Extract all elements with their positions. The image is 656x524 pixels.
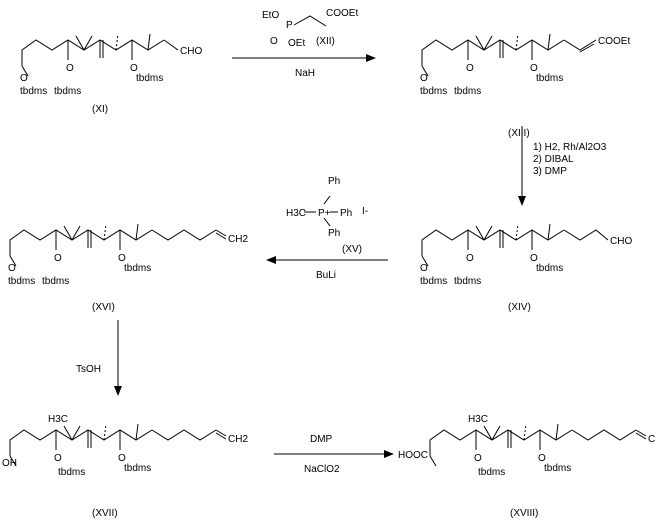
- svg-text:O: O: [270, 36, 278, 47]
- compound-label: (XVII): [92, 508, 118, 519]
- svg-text:O: O: [538, 453, 546, 464]
- compound-xvi: CH2 O O O tbdms tbdms tbdms (XVI): [8, 223, 248, 313]
- reaction-arrow-2: 1) H2, Rh/Al2O3 2) DIBAL 3) DMP: [518, 126, 607, 206]
- svg-text:Ph: Ph: [328, 176, 340, 187]
- svg-text:O: O: [118, 253, 126, 264]
- carboxylic-acid-group: HOOC: [398, 450, 428, 461]
- svg-text:CH2: CH2: [228, 434, 248, 445]
- svg-text:O: O: [420, 263, 428, 274]
- vinyl-group: CH2: [228, 234, 248, 245]
- svg-text:Ph: Ph: [340, 208, 352, 219]
- svg-text:EtO: EtO: [262, 10, 279, 21]
- svg-text:O: O: [66, 63, 74, 74]
- svg-text:tbdms: tbdms: [536, 263, 563, 274]
- reaction-arrow-5: DMP NaClO2: [274, 434, 394, 475]
- compound-label: (XVI): [92, 302, 115, 313]
- svg-text:CH2: CH2: [648, 434, 656, 445]
- tbdms-label: tbdms: [20, 86, 47, 97]
- svg-text:OEt: OEt: [288, 38, 305, 49]
- svg-text:O: O: [54, 253, 62, 264]
- svg-text:BuLi: BuLi: [316, 270, 336, 281]
- tbdms-label: tbdms: [54, 86, 81, 97]
- svg-text:tbdms: tbdms: [454, 276, 481, 287]
- tbdms-label: tbdms: [136, 73, 163, 84]
- svg-text:tbdms: tbdms: [42, 276, 69, 287]
- reagent-label: (XII): [316, 36, 335, 47]
- compound-xiv: CHO O O O tbdms tbdms tbdms (XIV): [420, 223, 632, 313]
- svg-text:tbdms: tbdms: [544, 463, 571, 474]
- svg-text:O: O: [130, 63, 138, 74]
- compound-xviii: CH2 H3C HOOC O O tbdms tbdms (XVIII): [398, 414, 656, 519]
- svg-text:2) DIBAL: 2) DIBAL: [533, 154, 574, 165]
- compound-label: (XIV): [508, 302, 531, 313]
- reaction-arrow-4: TsOH: [76, 320, 122, 396]
- reaction-arrow-3: BuLi: [266, 256, 388, 281]
- svg-text:P: P: [286, 20, 293, 31]
- svg-text:O: O: [420, 73, 428, 84]
- svg-text:O: O: [20, 73, 28, 84]
- svg-text:tbdms: tbdms: [478, 467, 505, 478]
- svg-text:tbdms: tbdms: [420, 276, 447, 287]
- compound-xiii: COOEt O O O tbdms tbdms tbdms (XIII): [420, 33, 630, 139]
- svg-text:O: O: [466, 63, 474, 74]
- svg-text:NaClO2: NaClO2: [304, 464, 340, 475]
- svg-text:O: O: [530, 63, 538, 74]
- reaction-arrow-1: NaH: [232, 54, 376, 79]
- hydroxyl-group: OH: [2, 458, 17, 469]
- compound-label: (XIII): [508, 128, 530, 139]
- svg-text:tbdms: tbdms: [124, 463, 151, 474]
- svg-text:tbdms: tbdms: [124, 263, 151, 274]
- svg-text:H3C: H3C: [48, 414, 68, 425]
- svg-text:I-: I-: [362, 206, 368, 217]
- svg-text:P+: P+: [318, 208, 331, 219]
- reagent-label: (XV): [342, 244, 362, 255]
- svg-text:NaH: NaH: [295, 68, 315, 79]
- svg-text:O: O: [8, 263, 16, 274]
- svg-text:tbdms: tbdms: [8, 276, 35, 287]
- svg-text:TsOH: TsOH: [76, 364, 101, 375]
- svg-text:Ph: Ph: [328, 228, 340, 239]
- ester-group: COOEt: [598, 36, 630, 47]
- svg-text:DMP: DMP: [310, 434, 333, 445]
- svg-text:O: O: [54, 453, 62, 464]
- svg-text:H3C: H3C: [286, 208, 306, 219]
- phosphonium-reagent: Ph H3C P+ Ph Ph I- (XV): [286, 176, 368, 255]
- svg-text:tbdms: tbdms: [454, 86, 481, 97]
- svg-text:O: O: [474, 453, 482, 464]
- aldehyde-group: CHO: [610, 236, 632, 247]
- svg-text:tbdms: tbdms: [58, 467, 85, 478]
- svg-text:3) DMP: 3) DMP: [533, 166, 567, 177]
- compound-xi: CHO O O O tbdms tbdms tbdms (XI): [20, 33, 202, 115]
- svg-text:O: O: [466, 253, 474, 264]
- compound-label: (XVIII): [510, 508, 538, 519]
- aldehyde-group: CHO: [180, 46, 202, 57]
- svg-text:COOEt: COOEt: [326, 8, 358, 19]
- compound-label: (XI): [92, 104, 108, 115]
- svg-text:O: O: [118, 453, 126, 464]
- svg-text:O: O: [530, 253, 538, 264]
- svg-text:tbdms: tbdms: [420, 86, 447, 97]
- svg-text:1) H2, Rh/Al2O3: 1) H2, Rh/Al2O3: [533, 142, 607, 153]
- phosphonate-reagent: EtO P O OEt COOEt (XII): [262, 8, 358, 49]
- svg-text:tbdms: tbdms: [536, 73, 563, 84]
- compound-xvii: CH2 H3C OH O O tbdms tbdms (XVII): [2, 414, 248, 519]
- svg-text:H3C: H3C: [468, 414, 488, 425]
